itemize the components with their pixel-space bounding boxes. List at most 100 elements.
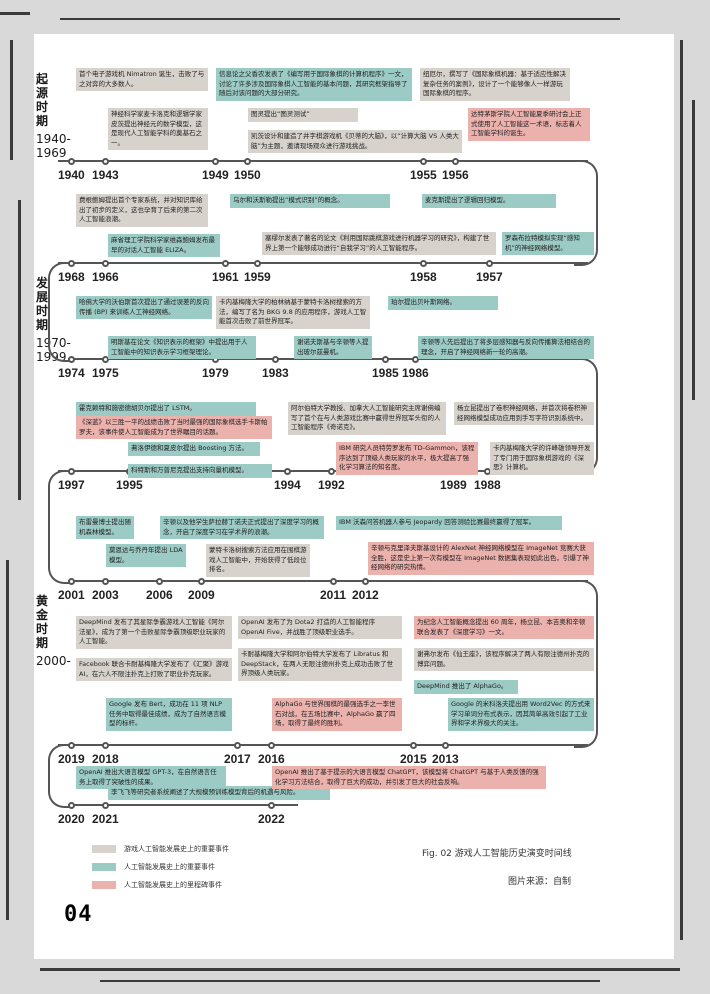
timeline-dot (102, 742, 109, 749)
era-origin-title: 起源时期 (36, 72, 49, 128)
legend-swatch-teal (92, 863, 116, 871)
timeline-dot (156, 578, 163, 585)
timeline-dot (382, 356, 389, 363)
year-label: 1959 (244, 270, 271, 284)
year-label: 2012 (352, 588, 379, 602)
figure-source: 图片来源：自制 (508, 877, 572, 887)
timeline-dot (362, 578, 369, 585)
timeline-dot (442, 742, 449, 749)
year-label: 1979 (202, 366, 229, 380)
era-golden: 黄金时期 2000- (36, 594, 71, 668)
event-2016: AlphaGo 与世界围棋的最强选手之一李世石对战，在五场比赛中，AlphaGo… (272, 698, 402, 731)
year-label: 2006 (146, 588, 173, 602)
year-label: 2003 (92, 588, 119, 602)
timeline-dot (420, 260, 427, 267)
event-2019b: Facebook 联合卡耐基梅隆大学发布了《汇聚》游戏 AI，在六人不限注扑克上… (76, 658, 232, 681)
event-1975: 明斯基在论文《知识表示的框架》中提出用于人工智能中的知识表示学习框架理论。 (108, 336, 256, 359)
year-label: 2009 (188, 588, 215, 602)
timeline-dot (68, 468, 75, 475)
year-label: 1989 (440, 478, 467, 492)
legend-label: 游戏人工智能发展史上的重要事件 (124, 845, 229, 853)
year-label: 1966 (92, 270, 119, 284)
timeline-dot (198, 578, 205, 585)
timeline-dot (68, 742, 75, 749)
year-label: 1995 (116, 478, 143, 492)
year-label: 2021 (92, 812, 119, 826)
timeline-dot (452, 158, 459, 165)
event-2009: 蒙特卡洛树搜索方法应用在围棋游戏人工智能中，开始获得了低段位排名。 (206, 544, 310, 577)
event-2013: Google 的米科洛夫提出用 Word2Vec 的方式来学习单词分布式表示，因… (448, 698, 594, 731)
event-2011: IBM 沃森问答机器人参与 Jeopardy 回答测验比赛最终赢得了冠军。 (336, 516, 562, 530)
event-1986: 辛顿等人先后提出了将多层感知器与反向传播算法相结合的理念，开启了神经网络新一轮的… (418, 336, 594, 359)
legend-item-game-ai: 游戏人工智能发展史上的重要事件 (92, 844, 229, 854)
event-1949: 信息论之父香农发表了《编写用于国际象棋的计算机程序》一文，讨论了许多涉及国际象棋… (216, 68, 412, 101)
event-2003: 莫恩达与乔丹年提出 LDA 模型。 (106, 544, 186, 567)
event-2018: Google 发布 Bert，成功在 11 项 NLP 任务中取得最佳成绩，成为… (106, 698, 232, 731)
event-2019a: DeepMind 发布了其星际争霸游戏人工智能《阿尔法星》，成为了第一个击败星际… (76, 616, 232, 649)
year-label: 1957 (476, 270, 503, 284)
year-label: 1940 (58, 168, 85, 182)
event-1940: 首个电子游戏机 Nimatron 诞生，击败了与之对弈的大多数人。 (76, 68, 208, 91)
year-label: 2016 (258, 752, 285, 766)
event-1983: 谢诺夫斯基与辛顿等人提出玻尔兹曼机。 (294, 336, 372, 359)
year-label: 2015 (400, 752, 427, 766)
event-2022: OpenAI 推出了基于提示的大语言模型 ChatGPT，该模型将 ChatGP… (272, 766, 546, 789)
year-label: 1986 (402, 366, 429, 380)
legend-item-milestone: 人工智能发展史上的里程碑事件 (92, 880, 222, 890)
timeline-dot (330, 578, 337, 585)
timeline-dot (68, 158, 75, 165)
year-label: 2017 (224, 752, 251, 766)
event-2015c: DeepMind 推出了 AlphaGo。 (414, 680, 518, 694)
year-label: 2018 (92, 752, 119, 766)
era-golden-title: 黄金时期 (36, 594, 49, 650)
year-label: 1994 (274, 478, 301, 492)
year-label: 1985 (372, 366, 399, 380)
year-label: 2019 (58, 752, 85, 766)
event-1943: 神经科学家麦卡洛克和逻辑学家皮茨提出神经元的数学模型，这是现代人工智能学科的奠基… (108, 108, 208, 150)
timeline-dot (212, 158, 219, 165)
event-1950a: 图灵提出“图灵测试” (248, 108, 358, 122)
event-1966: 麻省理工学院科学家维森鲍姆发布最早的对话人工智能 ELIZA。 (108, 234, 220, 257)
year-label: 1974 (58, 366, 85, 380)
timeline-dot (102, 802, 109, 809)
event-1988: 卡内基梅隆大学的许峰雄领导开发了专门用于国际象棋游戏的《深思》计算机。 (490, 442, 594, 475)
timeline-dot (68, 578, 75, 585)
event-1997a: 霍克赖特和施密德胡贝尔提出了 LSTM。 (76, 402, 256, 416)
year-label: 2020 (58, 812, 85, 826)
figure-caption: Fig. 02 游戏人工智能历史演变时间线 (422, 849, 572, 859)
event-2001: 布雷曼博士提出随机森林模型。 (76, 516, 134, 539)
timeline-dot (102, 260, 109, 267)
event-1995b: 科特斯和万普尼克提出支持向量机模型。 (128, 464, 272, 478)
year-label: 2011 (320, 588, 347, 602)
timeline-dot (272, 356, 279, 363)
timeline-dot (68, 260, 75, 267)
event-1979: 卡内基梅隆大学的柏林纳基于蒙特卡洛树搜索的方法，编写了名为 BKG 9.8 的应… (216, 296, 370, 329)
timeline-dot (410, 742, 417, 749)
event-1968: 费根鲍姆提出首个专家系统，并对知识库给出了初步的定义，这也孕育了后来的第二次人工… (76, 194, 208, 227)
year-label: 1988 (474, 478, 501, 492)
event-1994: 阿尔伯特大学教授、加拿大人工智能研究主席谢佛编写了首个在与人类游戏比赛中赢得世界… (288, 402, 446, 435)
era-development-title: 发展时期 (36, 276, 49, 332)
legend-label: 人工智能发展史上的重要事件 (124, 863, 215, 871)
event-1958: 麦克斯提出了逻辑回归模型。 (422, 194, 556, 208)
year-label: 1956 (442, 168, 469, 182)
timeline-dot (102, 158, 109, 165)
event-1995a: 弗洛伊德和夏皮尔提出 Boosting 方法。 (128, 442, 260, 456)
event-1961: 乌尔和沃斯勒提出“模式识别”的概念。 (230, 194, 390, 208)
timeline-dot (328, 468, 335, 475)
page-number: 04 (64, 902, 93, 927)
year-label: 1997 (58, 478, 85, 492)
event-1955: 纽厄尔，撰写了《国际象棋机器：基于适应性解决复杂任务的案例》，设计了一个能够像人… (420, 68, 570, 101)
event-1992: IBM 研究人员特劳罗发布 TD-Gammon，该程序达到了顶级人类玩家的水平，… (336, 442, 478, 475)
year-label: 2013 (432, 752, 459, 766)
event-1997b: 《深蓝》以三胜一平的战绩击败了当时最强的国际象棋选手卡斯帕罗夫，该事件使人工智能… (76, 416, 272, 439)
year-label: 1968 (58, 270, 85, 284)
year-label: 1992 (318, 478, 345, 492)
timeline-dot (420, 158, 427, 165)
timeline-dot (234, 742, 241, 749)
event-2017a: OpenAI 发布了为 Dota2 打造的人工智能程序 OpenAI Five，… (238, 616, 402, 639)
era-golden-period: 2000- (36, 654, 71, 668)
timeline-dot (412, 356, 419, 363)
event-2006: 辛顿以及他学生萨拉赫丁诺夫正式提出了深度学习的概念，开启了深度学习在学术界的浪潮… (160, 516, 324, 539)
year-label: 1950 (234, 168, 261, 182)
